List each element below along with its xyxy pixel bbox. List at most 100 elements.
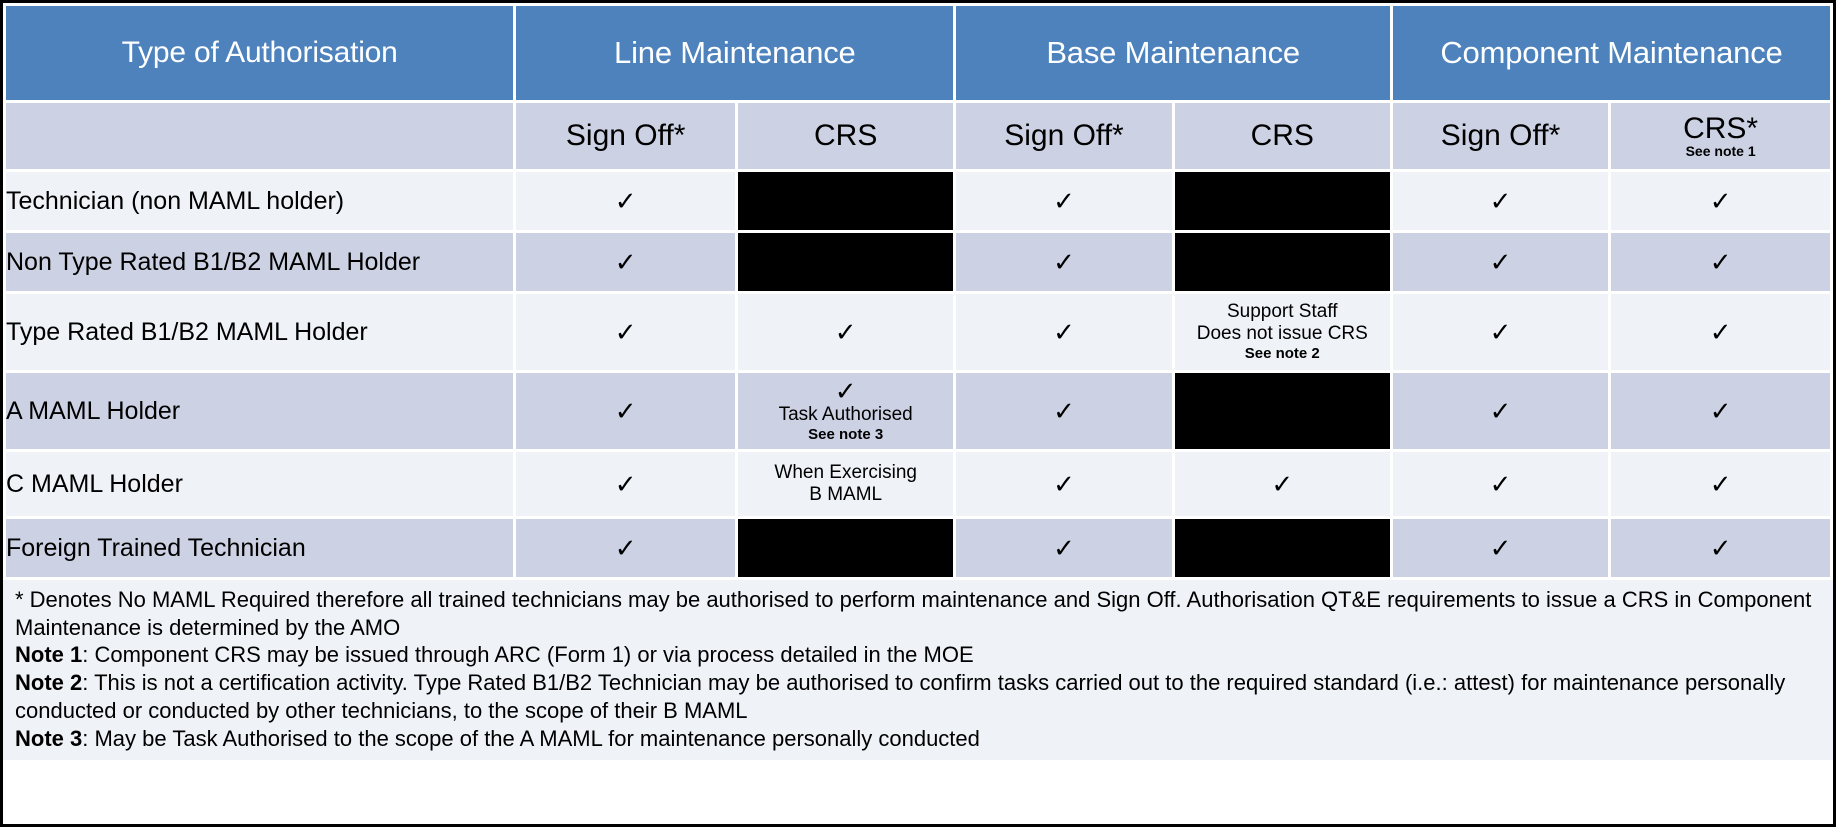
- cell-note: See note 2: [1244, 345, 1320, 363]
- cell-value: ✓: [956, 519, 1172, 577]
- check-icon: ✓: [1709, 469, 1732, 499]
- check-icon: ✓: [834, 317, 857, 347]
- check-icon: ✓: [1489, 186, 1512, 216]
- check-icon: ✓: [1053, 533, 1075, 563]
- sub-header-base-crs: CRS: [1174, 103, 1390, 169]
- cell-value: ✓: [956, 452, 1172, 516]
- check-icon: ✓: [1489, 533, 1512, 563]
- check-icon: ✓: [1709, 186, 1732, 216]
- check-icon: ✓: [1053, 186, 1075, 216]
- check-icon: ✓: [1053, 317, 1075, 347]
- cell-value: ✓: [738, 294, 954, 370]
- cell-value: ✓: [516, 519, 736, 577]
- group-header-component-maintenance: Component Maintenance: [1392, 6, 1830, 100]
- table-row: Type Rated B1/B2 MAML Holder ✓ ✓ ✓ Support S…: [6, 294, 1830, 370]
- cell-value: ✓: [1611, 373, 1830, 449]
- sub-header-label: Sign Off*: [1004, 119, 1124, 153]
- cell-value: ✓: [1174, 452, 1390, 516]
- cell-value: ✓: [1392, 294, 1609, 370]
- check-icon: ✓: [1489, 469, 1512, 499]
- sub-header-label: Sign Off*: [1440, 119, 1561, 153]
- cell-not-applicable: [738, 233, 954, 291]
- sub-header-line-sign-off: Sign Off*: [516, 103, 736, 169]
- row-label: Type Rated B1/B2 MAML Holder: [6, 294, 514, 370]
- footnote-asterisk: * Denotes No MAML Required therefore all…: [15, 587, 1812, 640]
- table-row: Foreign Trained Technician ✓ ✓ ✓ ✓: [6, 519, 1830, 577]
- cell-value: ✓: [1611, 452, 1830, 516]
- sub-header-line-crs: CRS: [738, 103, 954, 169]
- table-head: Type of Authorisation Line Maintenance B…: [6, 6, 1830, 169]
- footer-notes: * Denotes No MAML Required therefore all…: [3, 580, 1833, 761]
- sub-header-label: CRS*: [1683, 112, 1759, 146]
- check-icon: ✓: [1709, 317, 1732, 347]
- cell-value: ✓: [1611, 233, 1830, 291]
- group-header-line-maintenance: Line Maintenance: [516, 6, 954, 100]
- check-icon: ✓: [614, 396, 637, 426]
- cell-note: See note 3: [808, 426, 884, 444]
- check-icon: ✓: [1709, 533, 1732, 563]
- footnote-note-3: Note 3: May be Task Authorised to the sc…: [15, 725, 1823, 753]
- cell-value: ✓: [1392, 452, 1609, 516]
- cell-value: ✓: [1611, 294, 1830, 370]
- check-icon: ✓: [834, 375, 857, 406]
- footnote-note-1-text: : Component CRS may be issued through AR…: [82, 642, 974, 668]
- check-icon: ✓: [1489, 317, 1512, 347]
- row-label: C MAML Holder: [6, 452, 514, 516]
- check-icon: ✓: [1053, 469, 1075, 499]
- cell-value: ✓: [516, 233, 736, 291]
- row-label: A MAML Holder: [6, 373, 514, 449]
- check-icon: ✓: [614, 247, 637, 277]
- check-icon: ✓: [614, 186, 637, 216]
- cell-value: ✓: [956, 233, 1172, 291]
- cell-not-applicable: [1174, 519, 1390, 577]
- cell-value: ✓: [516, 452, 736, 516]
- check-icon: ✓: [1053, 247, 1075, 277]
- cell-value: ✓: [516, 373, 736, 449]
- check-icon: ✓: [1489, 247, 1512, 277]
- cell-text-line1: When Exercising: [774, 461, 917, 483]
- check-icon: ✓: [614, 469, 637, 499]
- check-icon: ✓: [614, 317, 637, 347]
- cell-not-applicable: [738, 519, 954, 577]
- table-row: Technician (non MAML holder)✓✓✓✓: [6, 172, 1830, 230]
- cell-value: ✓: [1392, 373, 1609, 449]
- table-row: Non Type Rated B1/B2 MAML Holder✓✓✓✓: [6, 233, 1830, 291]
- check-icon: ✓: [1271, 469, 1294, 499]
- sub-header-base-sign-off: Sign Off*: [956, 103, 1172, 169]
- check-icon: ✓: [1489, 396, 1512, 426]
- sub-header-row: Sign Off* CRS Sign Off* CRS Sign Off* CR…: [6, 103, 1830, 169]
- sub-header-note: See note 1: [1685, 142, 1756, 159]
- cell-value: ✓: [1392, 233, 1609, 291]
- cell-value: ✓: [956, 373, 1172, 449]
- group-header-type-of-authorisation: Type of Authorisation: [6, 6, 514, 100]
- sub-header-label: CRS: [1250, 119, 1314, 153]
- cell-value: ✓: [1392, 172, 1609, 230]
- table-body: Technician (non MAML holder)✓✓✓✓Non Type…: [6, 172, 1830, 577]
- footnote-note-1-label: Note 1: [15, 642, 83, 668]
- cell-value: ✓: [1392, 519, 1609, 577]
- cell-text-line1: Support Staff: [1226, 300, 1338, 322]
- cell-value: ✓: [1611, 519, 1830, 577]
- sub-header-component-sign-off: Sign Off*: [1392, 103, 1609, 169]
- group-header-base-maintenance: Base Maintenance: [956, 6, 1390, 100]
- footnote-note-1: Note 1: Component CRS may be issued thro…: [15, 641, 1823, 669]
- row-label: Foreign Trained Technician: [6, 519, 514, 577]
- footnote-note-2-label: Note 2: [15, 670, 83, 696]
- cell-not-applicable: [1174, 172, 1390, 230]
- check-icon: ✓: [614, 533, 637, 563]
- check-icon: ✓: [1053, 396, 1075, 426]
- authorisation-matrix-table: Type of Authorisation Line Maintenance B…: [3, 3, 1833, 580]
- cell-value: ✓: [516, 172, 736, 230]
- cell-value: ✓: [1611, 172, 1830, 230]
- sub-header-label: Sign Off*: [565, 119, 686, 153]
- group-header-row: Type of Authorisation Line Maintenance B…: [6, 6, 1830, 100]
- cell-not-applicable: [738, 172, 954, 230]
- cell-value: ✓: [956, 172, 1172, 230]
- cell-text-line2: B MAML: [809, 484, 883, 505]
